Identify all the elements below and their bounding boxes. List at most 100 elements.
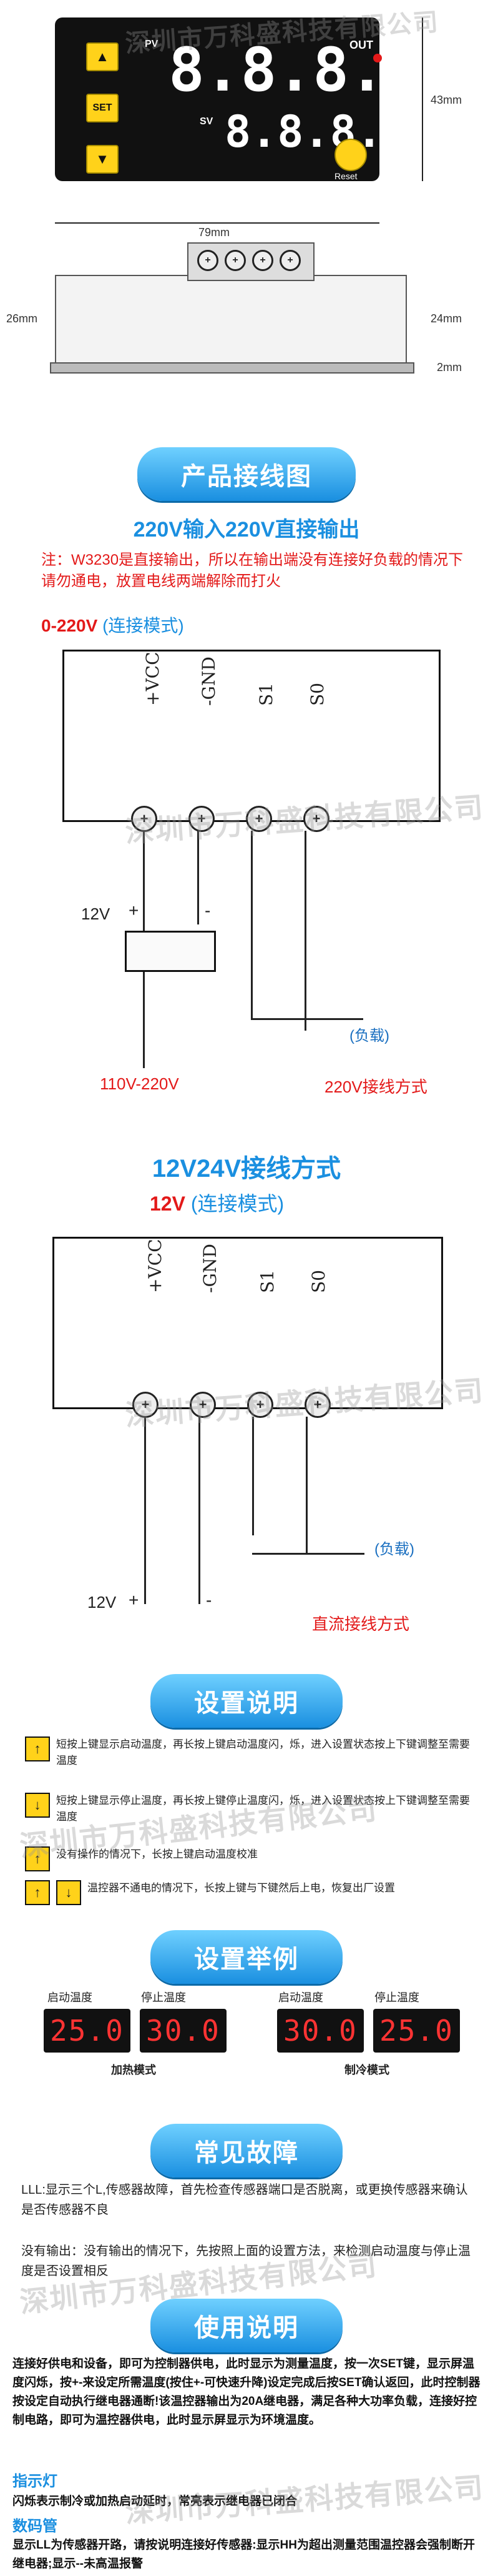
wiring-input-label: 12V	[81, 904, 110, 923]
usage-section-header: 使用说明	[0, 2299, 493, 2352]
usage-paragraph: 连接好供电和设备，即可为控制器供电，此时显示为测量温度，按一次SET键，显示屏温…	[12, 2357, 481, 2427]
dc-wire-s1	[252, 1417, 254, 1535]
side-2-dim: 2mm	[437, 361, 462, 374]
dc-mode-label: 12V	[150, 1192, 185, 1215]
wire-gnd	[197, 831, 199, 924]
dc-mode: 12V (连接模式)	[150, 1188, 284, 1217]
dc-terminal-s0: S0	[308, 1270, 329, 1293]
up-arrow-icon: ↑	[25, 1736, 50, 1761]
indicator-text: 闪烁表示制冷或加热启动延时，常亮表示继电器已闭合	[12, 2495, 298, 2508]
dc-wire-vcc	[144, 1417, 146, 1604]
out-label: OUT	[349, 39, 373, 51]
side-view-body	[55, 275, 407, 365]
wiring-minus: -	[205, 901, 211, 920]
settings-item: ↑ 没有操作的情况下，长按上键启动温度校准	[25, 1846, 474, 1871]
wiring-section-header: 产品接线图	[0, 447, 493, 501]
dc-minus: -	[206, 1590, 212, 1610]
settings-item: ↑ ↓ 温控器不通电的情况下，长按上键与下键然后上电，恢复出厂设置	[25, 1880, 474, 1905]
screw-icon: +	[247, 1392, 273, 1418]
wiring-terminal-s0: S0	[307, 683, 328, 706]
wiring-load: (负载)	[349, 1028, 389, 1044]
pv-display: 8.8.8.	[168, 35, 385, 105]
up-button[interactable]: ▲	[86, 42, 119, 71]
digit-title: 数码管	[12, 2518, 57, 2535]
screw-icon: +	[188, 806, 215, 832]
dc-mode-note: (连接模式)	[190, 1192, 285, 1215]
screw-icon: +	[225, 250, 246, 271]
faults-section-header: 常见故障	[0, 2124, 493, 2177]
settings-item-text: 短按上键显示停止温度，再长按上键停止温度闪，烁，进入设置状态按上下键调整至需要温…	[56, 1795, 470, 1823]
example-label: 停止温度	[374, 1991, 419, 2004]
width-dim-line	[55, 222, 379, 224]
settings-item-text: 短按上键显示启动温度，再长按上键启动温度闪，烁，进入设置状态按上下键调整至需要温…	[56, 1738, 470, 1766]
dc-plus: +	[129, 1590, 139, 1610]
wiring-method: 220V接线方式	[325, 1077, 427, 1096]
wiring-subtitle: 220V输入220V直接输出	[133, 518, 360, 542]
screw-icon: +	[132, 1392, 159, 1418]
fault-no-output: 没有输出：没有输出的情况下，先按照上面的设置方法，来检测启动温度与停止温度是否设…	[21, 2244, 471, 2278]
wiring-plus: +	[129, 901, 139, 920]
width-dim: 79mm	[198, 226, 230, 239]
screw-icon: +	[303, 806, 329, 832]
down-button[interactable]: ▼	[86, 145, 119, 174]
settings-title: 设置说明	[150, 1674, 343, 1728]
settings-item: ↓ 短按上键显示停止温度，再长按上键停止温度闪，烁，进入设置状态按上下键调整至需…	[25, 1793, 474, 1825]
usage-title: 使用说明	[150, 2299, 343, 2352]
set-button[interactable]: SET	[86, 94, 119, 122]
dc-terminal-s1: S1	[257, 1270, 278, 1293]
examples-section-header: 设置举例	[0, 1930, 493, 1984]
wiring-terminal-gnd: -GND	[198, 656, 219, 706]
wiring-voltage: 110V-220V	[100, 1074, 179, 1093]
examples-title: 设置举例	[150, 1930, 343, 1984]
side-24-dim: 24mm	[431, 312, 462, 325]
example-label: 停止温度	[141, 1991, 186, 2004]
dc-terminal-screws: + + + +	[132, 1392, 337, 1418]
wiring-terminal-vcc: +VCC	[142, 651, 163, 706]
example-display: 25.0	[373, 2009, 460, 2053]
sv-label: SV	[200, 116, 213, 127]
dc-wire-s0	[306, 1417, 308, 1554]
example-label: 启动温度	[47, 1991, 92, 2004]
out-led-icon	[373, 54, 382, 62]
up-arrow-icon: ↑	[25, 1846, 50, 1871]
dc-terminal-vcc: +VCC	[145, 1239, 165, 1293]
dc-wire-gnd	[198, 1417, 200, 1604]
down-arrow-icon: ↓	[56, 1880, 81, 1905]
screw-icon: +	[197, 250, 218, 271]
example-display: 25.0	[44, 2009, 130, 2053]
digit-text: 显示LL为传感器开路，请按说明连接好传感器:显示HH为超出测量范围温控器会强制断…	[12, 2539, 475, 2570]
cool-mode-label: 制冷模式	[344, 2064, 389, 2076]
settings-item-text: 温控器不通电的情况下，长按上键与下键然后上电，恢复出厂设置	[87, 1882, 395, 1894]
settings-item: ↑ 短按上键显示启动温度，再长按上键启动温度闪，烁，进入设置状态按上下键调整至需…	[25, 1736, 474, 1769]
watermark: 深圳市万科盛科技有限公司	[124, 2470, 486, 2529]
settings-section-header: 设置说明	[0, 1674, 493, 1728]
side-height-dim: 26mm	[6, 312, 38, 325]
dc-load: (负载)	[374, 1541, 414, 1558]
screw-icon: +	[246, 806, 272, 832]
up-arrow-icon: ↑	[25, 1880, 50, 1905]
wiring-mode: 0-220V (连接模式)	[41, 612, 184, 637]
screw-icon: +	[190, 1392, 216, 1418]
transformer-icon	[125, 931, 216, 972]
dc-terminal-gnd: -GND	[200, 1244, 220, 1293]
faults-title: 常见故障	[150, 2124, 343, 2177]
fault-lll: LLL:显示三个L,传感器故障，首先检查传感器端口是否脱离，或更换传感器来确认是…	[21, 2183, 468, 2217]
screw-icon: +	[280, 250, 301, 271]
dc-wiring-title: 12V24V接线方式	[152, 1155, 341, 1182]
pv-label: PV	[145, 39, 159, 49]
example-display: 30.0	[140, 2009, 227, 2053]
wire-s1	[251, 831, 253, 1018]
reset-button[interactable]	[334, 139, 367, 171]
wiring-note: 注：W3230是直接输出，所以在输出端没有连接好负载的情况下请勿通电，放置电线两…	[41, 552, 464, 590]
dc-method: 直流接线方式	[312, 1615, 410, 1633]
dc-wire-load	[252, 1553, 364, 1555]
reset-label: Reset	[334, 171, 358, 181]
wiring-title: 产品接线图	[137, 447, 356, 501]
wiring-mode-note: (连接模式)	[102, 616, 184, 635]
wiring-terminal-s1: S1	[256, 683, 276, 706]
height-dim-line	[422, 17, 423, 181]
screw-icon: +	[252, 250, 273, 271]
down-arrow-icon: ↓	[25, 1793, 50, 1818]
side-terminal-screws: + + + +	[197, 250, 307, 271]
side-view-bezel	[50, 362, 414, 374]
